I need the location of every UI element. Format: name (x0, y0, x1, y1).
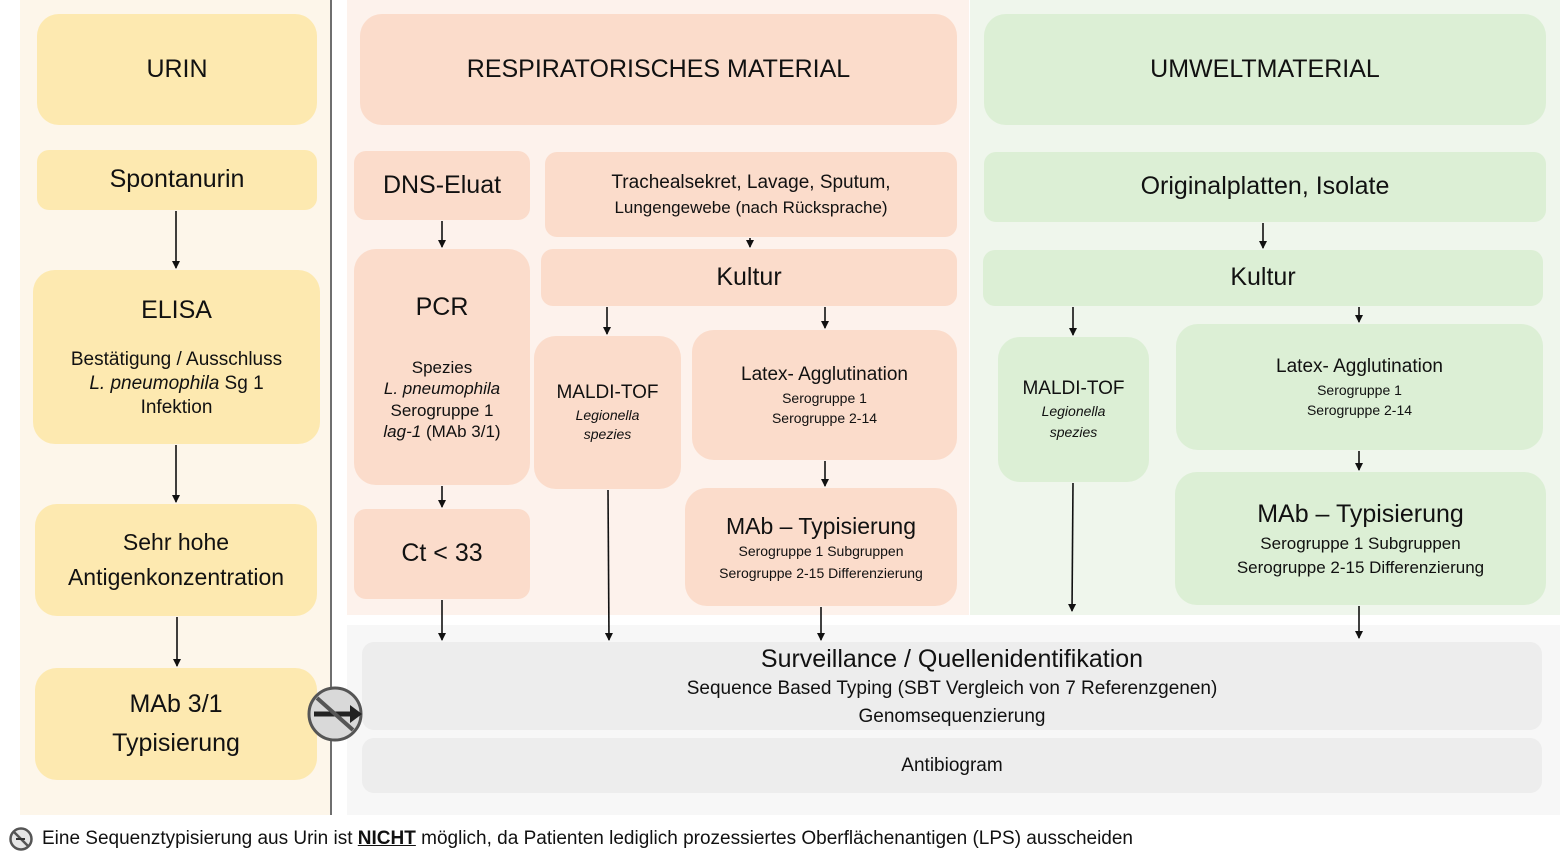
respiratory-sample-line-1: Trachealsekret, Lavage, Sputum, (611, 171, 891, 193)
environment-culture-box: Kultur (983, 250, 1543, 306)
respiratory-sample-line-2: Lungengewebe (nach Rücksprache) (614, 198, 888, 218)
respiratory-culture-box: Kultur (541, 249, 957, 306)
elisa-line-1: Bestätigung / Ausschluss (70, 349, 283, 370)
elisa-title: ELISA (141, 295, 212, 324)
urine-sample-label: Spontanurin (109, 165, 245, 194)
elisa-box: ELISA Bestätigung / Ausschluss L. pneumo… (33, 270, 320, 444)
elisa-serogroup: Sg 1 (219, 372, 264, 394)
surveillance-box: Surveillance / Quellenidentifikation Seq… (362, 642, 1542, 730)
urine-mab-box: MAb 3/1 Typisierung (35, 668, 317, 780)
ct-box: Ct < 33 (354, 509, 530, 599)
environment-header-label: UMWELTMATERIAL (1150, 54, 1380, 83)
respiratory-maldi-line-2: spezies (583, 426, 632, 443)
respiratory-culture-label: Kultur (716, 262, 782, 291)
environment-mab-line-2: Serogruppe 2-15 Differenzierung (1236, 558, 1485, 578)
environment-maldi-title: MALDI-TOF (1022, 378, 1125, 400)
respiratory-maldi-title: MALDI-TOF (556, 382, 659, 404)
footer-text: Eine Sequenztypisierung aus Urin ist NIC… (42, 828, 1133, 850)
urine-mab-line-1: MAb 3/1 (129, 689, 223, 718)
environment-latex-title: Latex- Agglutination (1276, 355, 1443, 377)
respiratory-mab-box: MAb – Typisierung Serogruppe 1 Subgruppe… (685, 488, 957, 606)
antibiogram-box: Antibiogram (362, 738, 1542, 793)
urine-header: URIN (37, 14, 317, 125)
environment-header: UMWELTMATERIAL (984, 14, 1546, 125)
ct-label: Ct < 33 (401, 539, 483, 568)
urine-mab-line-2: Typisierung (112, 729, 240, 757)
environment-mab-box: MAb – Typisierung Serogruppe 1 Subgruppe… (1175, 472, 1546, 605)
elisa-line-3: Infektion (140, 396, 213, 418)
respiratory-mab-title: MAb – Typisierung (725, 512, 917, 539)
environment-sample-label: Originalplatten, Isolate (1140, 172, 1390, 201)
footer-text-emphasis: NICHT (357, 828, 416, 849)
environment-latex-line-2: Serogruppe 2-14 (1306, 401, 1413, 418)
elisa-line-2: L. pneumophila Sg 1 (89, 372, 263, 396)
respiratory-mab-line-2: Serogruppe 2-15 Differenzierung (719, 564, 923, 581)
pcr-line-4: lag-1 (MAb 3/1) (383, 421, 500, 442)
arrow-environment-maldi-to-surveillance (1068, 482, 1077, 612)
pcr-box: PCR Spezies L. pneumophila Serogruppe 1 … (354, 249, 530, 485)
environment-maldi-line-1: Legionella (1041, 402, 1106, 419)
environment-mab-title: MAb – Typisierung (1257, 499, 1464, 528)
antibiogram-label: Antibiogram (901, 754, 1003, 776)
prohibited-arrow-icon (307, 686, 363, 742)
respiratory-header-label: RESPIRATORISCHES MATERIAL (466, 54, 851, 83)
elisa-species: L. pneumophila (89, 372, 220, 394)
environment-sample-box: Originalplatten, Isolate (984, 152, 1546, 222)
respiratory-latex-line-1: Serogruppe 1 (782, 390, 867, 407)
environment-maldi-box: MALDI-TOF Legionella spezies (998, 337, 1149, 482)
urine-sample-box: Spontanurin (37, 150, 317, 210)
respiratory-latex-line-2: Serogruppe 2-14 (771, 409, 878, 426)
respiratory-maldi-line-1: Legionella (575, 406, 640, 423)
respiratory-latex-title: Latex- Agglutination (741, 363, 908, 385)
prohibited-icon (9, 827, 33, 851)
urine-header-label: URIN (146, 54, 208, 83)
respiratory-maldi-box: MALDI-TOF Legionella spezies (534, 336, 681, 489)
environment-maldi-line-2: spezies (1049, 424, 1098, 441)
pcr-mab: (MAb 3/1) (421, 421, 501, 441)
environment-latex-box: Latex- Agglutination Serogruppe 1 Serogr… (1176, 324, 1543, 450)
respiratory-latex-box: Latex- Agglutination Serogruppe 1 Serogr… (692, 330, 957, 460)
environment-culture-label: Kultur (1230, 263, 1296, 292)
respiratory-mab-line-1: Serogruppe 1 Subgruppen (738, 543, 904, 560)
surveillance-line-2: Genomsequenzierung (858, 705, 1046, 727)
dna-eluate-label: DNS-Eluat (382, 170, 502, 199)
pcr-line-3: Serogruppe 1 (390, 400, 494, 420)
pcr-gene: lag-1 (383, 421, 422, 441)
dna-eluate-box: DNS-Eluat (354, 151, 530, 220)
respiratory-header: RESPIRATORISCHES MATERIAL (360, 14, 957, 125)
footer-text-pre: Eine Sequenztypisierung aus Urin ist (42, 828, 358, 849)
environment-mab-line-1: Serogruppe 1 Subgruppen (1260, 533, 1461, 553)
antigen-line-1: Sehr hohe (122, 529, 230, 556)
antigen-line-2: Antigenkonzentration (67, 564, 285, 590)
respiratory-sample-box: Trachealsekret, Lavage, Sputum, Lungenge… (545, 152, 957, 237)
footer-text-post: möglich, da Patienten lediglich prozessi… (415, 828, 1133, 849)
antigen-box: Sehr hohe Antigenkonzentration (35, 504, 317, 616)
environment-latex-line-1: Serogruppe 1 (1317, 382, 1402, 399)
arrow-maldi-to-surveillance (604, 489, 613, 641)
pcr-title: PCR (415, 292, 469, 321)
footer-note: Eine Sequenztypisierung aus Urin ist NIC… (8, 826, 1133, 852)
surveillance-title: Surveillance / Quellenidentifikation (760, 644, 1144, 673)
column-divider (330, 0, 332, 815)
pcr-line-2: L. pneumophila (383, 379, 501, 399)
surveillance-line-1: Sequence Based Typing (SBT Vergleich von… (686, 677, 1218, 699)
pcr-line-1: Spezies (411, 358, 473, 378)
